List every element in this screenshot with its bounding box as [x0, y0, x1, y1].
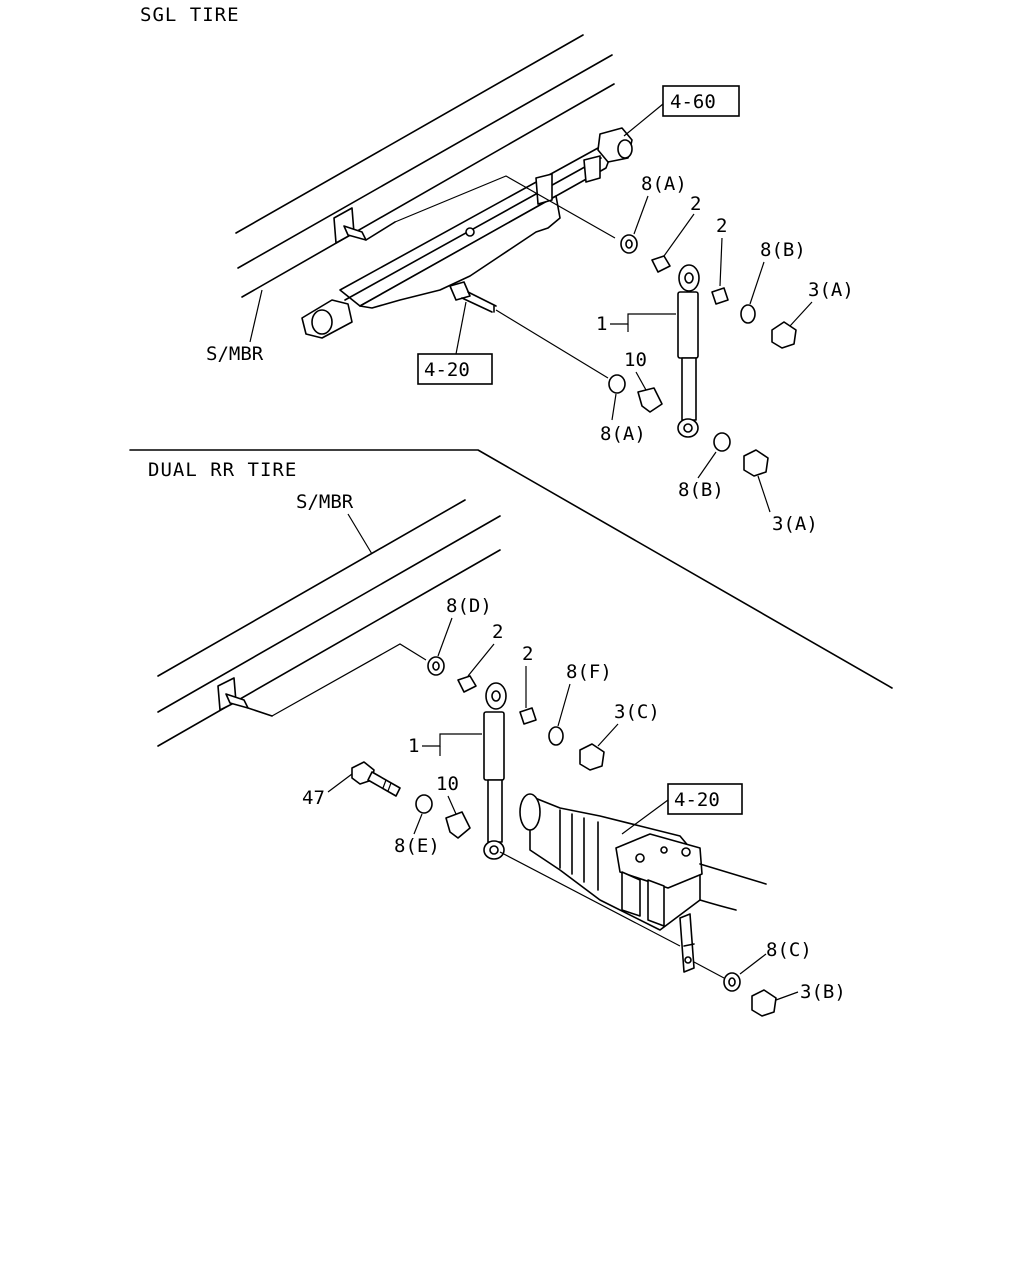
- ref-box-4-20-dual: [667, 783, 743, 815]
- side-member-frame: [235, 34, 615, 298]
- dual-tire-section: DUAL RR TIRE S/MBR: [148, 459, 846, 1017]
- callout-2-upper-a: 2: [690, 193, 701, 215]
- callout-3c: 3(C): [614, 701, 660, 723]
- bushing-2-dual-b: [519, 707, 537, 725]
- callout-8a-upper: 8(A): [641, 173, 687, 195]
- callout-8a-lower: 8(A): [600, 423, 646, 445]
- callout-10-dual: 10: [436, 773, 459, 795]
- section-divider: [129, 449, 893, 689]
- section-title-dual: DUAL RR TIRE: [148, 459, 297, 481]
- nut-3c: [579, 743, 605, 771]
- ref-box-4-20-single: [417, 353, 493, 385]
- ref-label-4-60: 4-60: [670, 91, 716, 113]
- washer-8e: [415, 794, 433, 814]
- bushing-2-upper-b: [711, 287, 729, 305]
- ref-box-4-60: [662, 85, 740, 117]
- washer-8a-lower: [608, 374, 626, 394]
- callout-2-dual-b: 2: [522, 643, 533, 665]
- callout-8b-upper: 8(B): [760, 239, 806, 261]
- side-member-frame-dual: [157, 499, 501, 747]
- callout-47: 47: [302, 787, 325, 809]
- callout-8b-lower: 8(B): [678, 479, 724, 501]
- bushing-10-dual: [445, 811, 471, 839]
- section-title-single: SGL TIRE: [140, 4, 240, 26]
- bushing-2-upper-a: [651, 255, 671, 273]
- frame-label-single: S/MBR: [206, 343, 264, 365]
- callout-8e: 8(E): [394, 835, 440, 857]
- callout-3a-lower: 3(A): [772, 513, 818, 535]
- callout-1-dual: 1: [408, 735, 419, 757]
- nut-3a-lower: [743, 449, 769, 477]
- bolt-47: [351, 761, 401, 797]
- callout-8d: 8(D): [446, 595, 492, 617]
- axle-housing: [519, 793, 767, 979]
- single-tire-section: SGL TIRE S/MBR: [140, 4, 854, 535]
- shock-absorber-dual: [483, 682, 507, 860]
- washer-8f: [548, 726, 564, 746]
- callout-3a-upper: 3(A): [808, 279, 854, 301]
- ref-label-4-20-single: 4-20: [424, 359, 470, 381]
- bushing-2-dual-a: [457, 675, 477, 693]
- shock-absorber-single: [677, 264, 700, 438]
- bushing-10-single: [637, 387, 663, 413]
- nut-3a-upper: [771, 321, 797, 349]
- washer-8b-lower: [713, 432, 731, 452]
- nut-3b: [751, 989, 777, 1017]
- callout-8f: 8(F): [566, 661, 612, 683]
- leaf-spring: [301, 127, 633, 339]
- callout-10-single: 10: [624, 349, 647, 371]
- callout-2-upper-b: 2: [716, 215, 727, 237]
- callout-1-single: 1: [596, 313, 607, 335]
- washer-8b-upper: [740, 304, 756, 324]
- ref-label-4-20-dual: 4-20: [674, 789, 720, 811]
- callout-2-dual-a: 2: [492, 621, 503, 643]
- frame-label-dual: S/MBR: [296, 491, 354, 513]
- callout-8c: 8(C): [766, 939, 812, 961]
- callout-3b: 3(B): [800, 981, 846, 1003]
